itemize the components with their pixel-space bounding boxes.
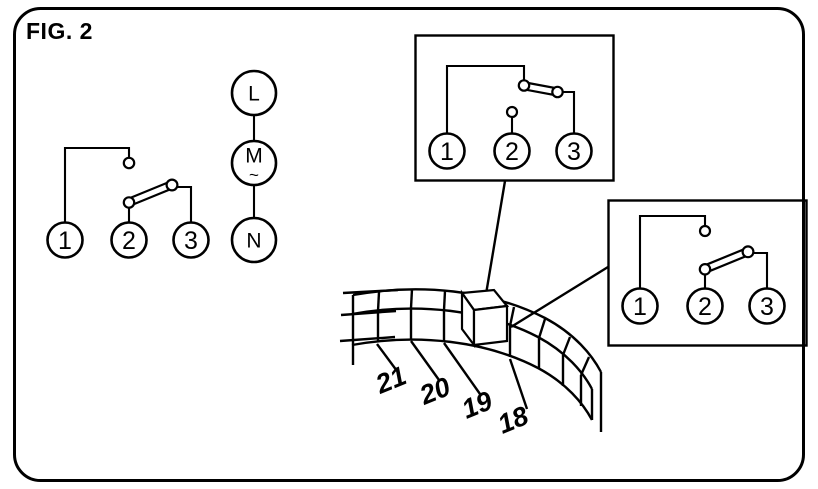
inset-bottom-terminal-3-circle bbox=[748, 287, 786, 325]
motor-symbol-label: M bbox=[245, 145, 263, 168]
pivot-node bbox=[122, 196, 136, 209]
terminal-1-wire bbox=[63, 146, 131, 223]
svg-text:19: 19 bbox=[457, 385, 496, 424]
inset-bottom-terminal-1-wire bbox=[638, 214, 707, 289]
inset-top-terminal-3-label: 3 bbox=[567, 138, 581, 166]
figure-border bbox=[13, 7, 805, 482]
figure-title: FIG. 2 bbox=[26, 18, 93, 44]
inset-switch-top: 1 2 3 bbox=[414, 34, 615, 182]
inset-top-terminal-3-wire bbox=[560, 90, 576, 134]
svg-text:20: 20 bbox=[415, 371, 455, 410]
drum-divider-b bbox=[409, 288, 414, 309]
inset-bottom-box bbox=[607, 199, 808, 347]
segment-21-leader bbox=[376, 343, 398, 372]
drum-top-front-edge bbox=[351, 307, 594, 390]
inset-top-terminal-2-label: 2 bbox=[505, 138, 519, 166]
inset-bottom-terminal-3-wire bbox=[750, 251, 769, 289]
segment-20-leader bbox=[410, 340, 440, 381]
inset-bottom-pivot-node bbox=[698, 262, 712, 276]
terminal-3-label: 3 bbox=[184, 227, 198, 255]
neutral-terminal-label: N bbox=[246, 230, 261, 253]
terminal-1-label: 1 bbox=[58, 227, 72, 255]
inset-top-terminal-1-circle bbox=[428, 132, 466, 170]
drum-bottom-edge bbox=[351, 338, 594, 421]
line-terminal-label: L bbox=[248, 83, 260, 106]
drum-divider-g bbox=[579, 356, 591, 376]
terminal-3-wire bbox=[174, 185, 193, 223]
inset-top-terminal-1-label: 1 bbox=[440, 138, 454, 166]
inset-bottom-free-contact-node bbox=[698, 224, 712, 238]
inset-top-terminal-2-circle bbox=[493, 132, 531, 170]
svg-text:21: 21 bbox=[371, 360, 411, 399]
inset-bottom-terminal-3-label: 3 bbox=[760, 293, 774, 321]
drum-divider-e bbox=[537, 318, 547, 339]
inset-top-contact-node bbox=[551, 85, 564, 99]
inset-top-box bbox=[414, 34, 615, 182]
raised-segment-front-face bbox=[472, 304, 509, 347]
main-switch-diagram: 1 2 3 bbox=[46, 146, 210, 259]
inset-bottom-contact-node bbox=[741, 245, 755, 259]
supply-motor-chain: L M ~ N bbox=[230, 69, 278, 264]
segmented-cam-drum: 21 20 19 18 bbox=[339, 288, 603, 440]
segment-number-20: 20 bbox=[415, 371, 455, 410]
leader-line-bottom-inset bbox=[510, 265, 609, 329]
drum-rear-edge bbox=[352, 288, 603, 373]
terminal-1-circle bbox=[46, 221, 84, 259]
inset-bottom-terminal-2-circle bbox=[686, 287, 724, 325]
contact-node bbox=[165, 178, 179, 192]
inset-top-terminal-1-wire bbox=[445, 64, 526, 134]
inset-bottom-terminal-1-circle bbox=[621, 287, 659, 325]
inset-bottom-terminal-2-label: 2 bbox=[698, 293, 712, 321]
inset-bottom-terminal-1-label: 1 bbox=[633, 293, 647, 321]
segment-18-leader bbox=[508, 358, 529, 410]
drum-divider-a bbox=[376, 291, 381, 312]
free-contact-node bbox=[122, 156, 136, 170]
terminal-2-label: 2 bbox=[122, 227, 136, 255]
line-terminal-circle bbox=[230, 69, 278, 117]
motor-ac-icon: ~ bbox=[249, 166, 259, 185]
inset-switch-bottom: 1 2 3 bbox=[607, 199, 808, 347]
inset-top-terminal-3-circle bbox=[555, 132, 593, 170]
neutral-terminal-circle bbox=[230, 216, 278, 264]
terminal-2-circle bbox=[110, 221, 148, 259]
segment-number-19: 19 bbox=[457, 385, 496, 424]
drum-left-edge-mid bbox=[340, 309, 397, 317]
inset-top-free-contact-node bbox=[505, 105, 519, 119]
drum-divider-c bbox=[442, 290, 447, 311]
segment-19-leader bbox=[443, 342, 481, 395]
drum-left-edge-upper bbox=[342, 288, 399, 295]
drum-divider-f bbox=[561, 336, 572, 356]
terminal-3-circle bbox=[172, 221, 210, 259]
drum-divider-d bbox=[508, 306, 516, 327]
motor-symbol-circle bbox=[230, 139, 278, 187]
inset-top-pivot-node bbox=[517, 79, 531, 92]
segment-number-21: 21 bbox=[371, 360, 411, 399]
drum-left-edge-lower bbox=[339, 335, 396, 343]
